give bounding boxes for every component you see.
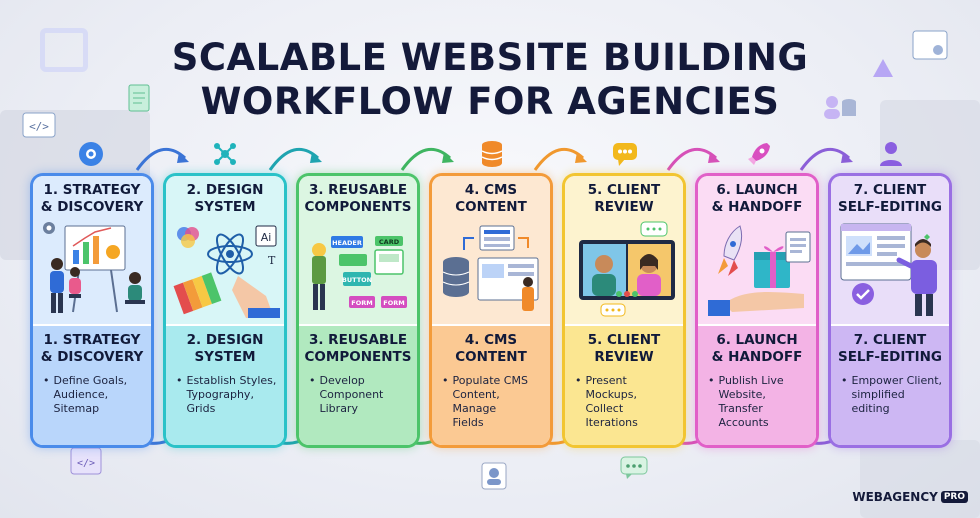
stage-7-heading-top: 7. CLIENT SELF-EDITING bbox=[831, 182, 949, 216]
stage-1-bottom: 1. STRATEGY & DISCOVERY • Define Goals, … bbox=[33, 326, 151, 445]
stage-7-description: • Empower Client, simplified editing bbox=[831, 374, 949, 416]
stage-1-heading-top: 1. STRATEGY & DISCOVERY bbox=[33, 182, 151, 216]
arrow-top-1-2 bbox=[135, 140, 191, 174]
stage-4-top: 4. CMS CONTENT bbox=[432, 176, 550, 324]
stage-5-heading-top: 5. CLIENT REVIEW bbox=[565, 182, 683, 216]
stage-4-description: • Populate CMS Content, Manage Fields bbox=[432, 374, 550, 430]
rocket-icon bbox=[745, 140, 773, 168]
stage-4-heading-bottom: 4. CMS CONTENT bbox=[432, 332, 550, 366]
arrow-top-2-3 bbox=[268, 140, 324, 174]
logo-name: WEBAGENCY bbox=[852, 490, 937, 504]
component-button-label: BUTTON bbox=[342, 276, 372, 284]
stage-2-heading-bottom: 2. DESIGN SYSTEM bbox=[166, 332, 284, 366]
chat-icon bbox=[611, 140, 639, 168]
stage-1-heading-bottom: 1. STRATEGY & DISCOVERY bbox=[33, 332, 151, 366]
stage-6-heading-top: 6. LAUNCH & HANDOFF bbox=[698, 182, 816, 216]
settings-window-icon bbox=[912, 30, 948, 60]
stage-3-bottom: 3. REUSABLE COMPONENTS • Develop Compone… bbox=[299, 326, 417, 445]
svg-text:</>: </> bbox=[77, 458, 95, 469]
self-editing-illustration bbox=[837, 220, 949, 318]
component-form-label-2: FORM bbox=[383, 299, 404, 307]
stage-2-design-system: 2. DESIGN SYSTEM Ai T bbox=[163, 173, 287, 448]
stage-4-heading-top: 4. CMS CONTENT bbox=[432, 182, 550, 216]
triangle-icon bbox=[872, 58, 894, 78]
cms-illustration bbox=[438, 220, 550, 318]
svg-text:</>: </> bbox=[29, 120, 49, 133]
arrow-top-5-6 bbox=[666, 140, 722, 174]
stage-2-description: • Establish Styles, Typography, Grids bbox=[166, 374, 284, 416]
stage-5-description: • Present Mockups, Collect Iterations bbox=[565, 374, 683, 430]
stage-5-client-review: 5. CLIENT REVIEW 5. CLIE bbox=[562, 173, 686, 448]
stage-3-reusable-components: 3. REUSABLE COMPONENTS HEADER CARD BUTTO… bbox=[296, 173, 420, 448]
stage-1-top: 1. STRATEGY & DISCOVERY bbox=[33, 176, 151, 324]
stage-6-launch-handoff: 6. LAUNCH & HANDOFF bbox=[695, 173, 819, 448]
bg-desk bbox=[860, 440, 980, 518]
stage-7-heading-bottom: 7. CLIENT SELF-EDITING bbox=[831, 332, 949, 366]
network-icon bbox=[211, 140, 239, 168]
stage-2-top: 2. DESIGN SYSTEM Ai T bbox=[166, 176, 284, 324]
brand-logo: WEBAGENCY PRO bbox=[852, 490, 968, 504]
stage-5-bottom: 5. CLIENT REVIEW • Present Mockups, Coll… bbox=[565, 326, 683, 445]
title-line-1: SCALABLE WEBSITE BUILDING bbox=[0, 36, 980, 80]
svg-text:T: T bbox=[268, 254, 276, 267]
stage-3-top: 3. REUSABLE COMPONENTS HEADER CARD BUTTO… bbox=[299, 176, 417, 324]
stage-3-description: • Develop Component Library bbox=[299, 374, 417, 416]
stage-7-client-self-editing: 7. CLIENT SELF-EDITING bbox=[828, 173, 952, 448]
stage-3-heading-bottom: 3. REUSABLE COMPONENTS bbox=[299, 332, 417, 366]
arrow-top-3-4 bbox=[400, 140, 456, 174]
stage-4-bottom: 4. CMS CONTENT • Populate CMS Content, M… bbox=[432, 326, 550, 445]
stage-5-heading-bottom: 5. CLIENT REVIEW bbox=[565, 332, 683, 366]
component-card-label: CARD bbox=[379, 238, 400, 246]
launch-illustration bbox=[704, 220, 816, 318]
logo-badge: PRO bbox=[941, 491, 968, 503]
stage-5-top: 5. CLIENT REVIEW bbox=[565, 176, 683, 324]
database-icon bbox=[478, 140, 506, 168]
stage-6-top: 6. LAUNCH & HANDOFF bbox=[698, 176, 816, 324]
stage-7-top: 7. CLIENT SELF-EDITING bbox=[831, 176, 949, 324]
components-illustration: HEADER CARD BUTTON FORM FORM bbox=[305, 220, 417, 318]
chat-bubble-icon-bottom bbox=[620, 456, 648, 480]
svg-text:Ai: Ai bbox=[261, 231, 272, 244]
stage-6-heading-bottom: 6. LAUNCH & HANDOFF bbox=[698, 332, 816, 366]
stage-1-description: • Define Goals, Audience, Sitemap bbox=[33, 374, 151, 416]
stage-6-bottom: 6. LAUNCH & HANDOFF • Publish Live Websi… bbox=[698, 326, 816, 445]
client-review-illustration bbox=[571, 220, 683, 318]
component-header-label: HEADER bbox=[332, 239, 362, 247]
document-icon bbox=[128, 84, 150, 112]
stage-1-strategy: 1. STRATEGY & DISCOVERY bbox=[30, 173, 154, 448]
stage-2-heading-top: 2. DESIGN SYSTEM bbox=[166, 182, 284, 216]
arrow-top-6-7 bbox=[799, 140, 855, 174]
gear-icon bbox=[77, 140, 105, 168]
user-icon bbox=[877, 140, 905, 168]
stage-2-bottom: 2. DESIGN SYSTEM • Establish Styles, Typ… bbox=[166, 326, 284, 445]
profile-card-icon bbox=[481, 462, 507, 490]
stage-7-bottom: 7. CLIENT SELF-EDITING • Empower Client,… bbox=[831, 326, 949, 445]
stage-6-description: • Publish Live Website, Transfer Account… bbox=[698, 374, 816, 430]
strategy-meeting-illustration bbox=[39, 220, 151, 318]
component-form-label-1: FORM bbox=[351, 299, 372, 307]
stage-4-cms-content: 4. CMS CONTENT bbox=[429, 173, 553, 448]
user-database-icon bbox=[822, 94, 858, 122]
design-system-illustration: Ai T bbox=[172, 220, 284, 318]
stage-3-heading-top: 3. REUSABLE COMPONENTS bbox=[299, 182, 417, 216]
arrow-top-4-5 bbox=[533, 140, 589, 174]
code-window-icon: </> bbox=[22, 112, 56, 138]
code-window-icon-bottom: </> bbox=[70, 447, 102, 475]
